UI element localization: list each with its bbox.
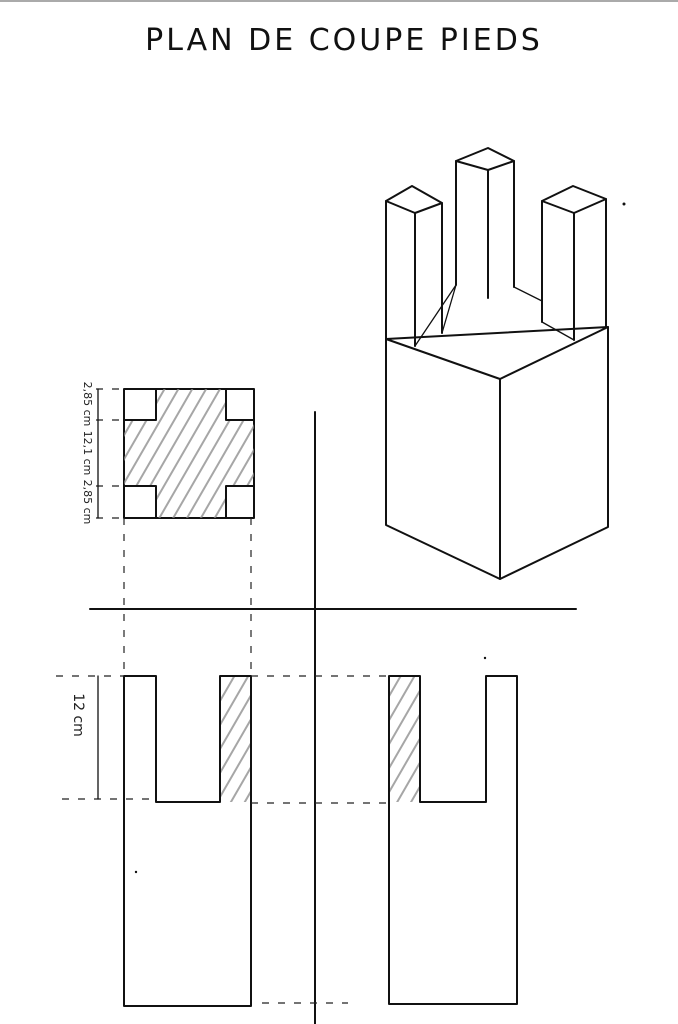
iso-tenon-back (455, 147, 515, 299)
plan-hatched-section (124, 389, 254, 518)
front-hatched-tenon (220, 676, 251, 802)
front-elevation (123, 675, 252, 1007)
dim-tenon-height: 12 cm (70, 693, 86, 737)
iso-tenon-left (385, 185, 443, 347)
sheet-title: PLAN DE COUPE PIEDS (145, 23, 543, 58)
plan-view: 2,85 cm 12,1 cm 2,85 cm (81, 382, 255, 525)
isometric-view (385, 147, 609, 580)
dim-middle: 12,1 cm (81, 431, 94, 476)
side-elevation (388, 675, 518, 1005)
dim-corner-bottom: 2,85 cm (81, 480, 94, 525)
iso-tenon-right (541, 185, 607, 341)
side-hatched-tenon (389, 676, 420, 802)
dim-corner-top: 2,85 cm (81, 382, 94, 427)
